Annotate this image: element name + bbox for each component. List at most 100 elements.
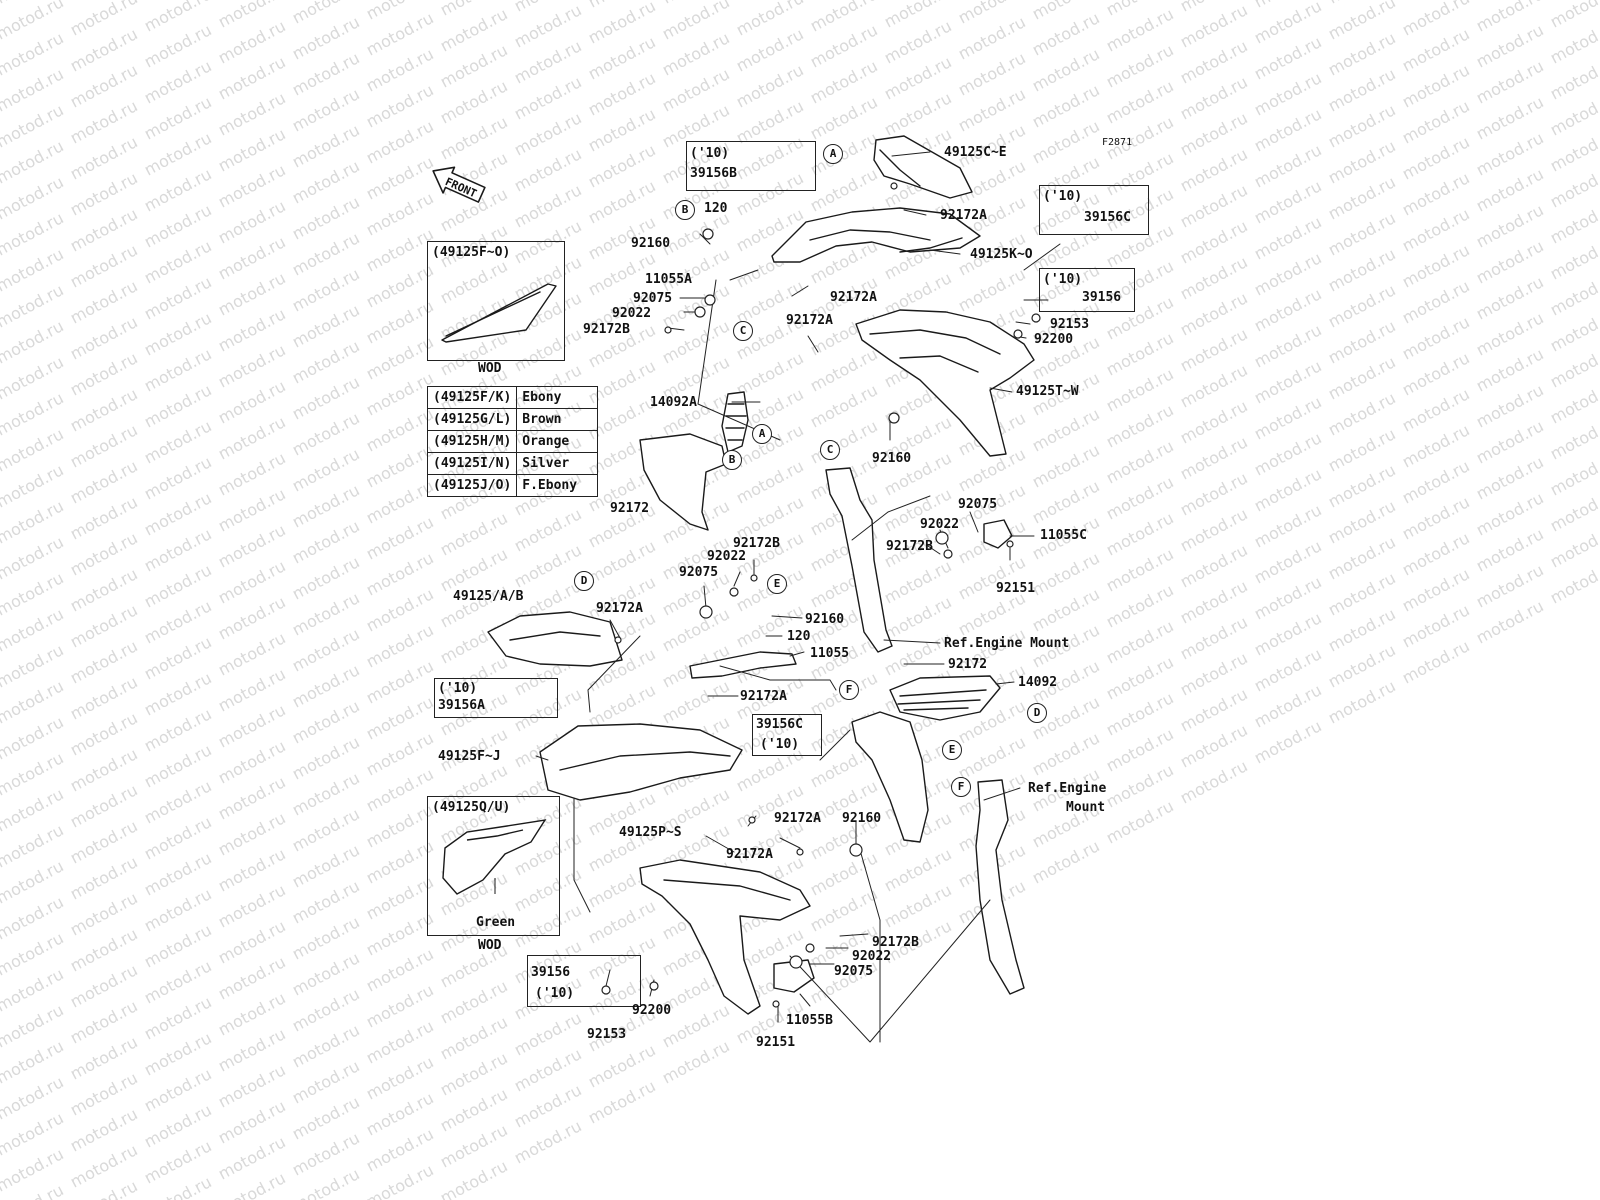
year-box-39156C-top-year: ('10) (1043, 189, 1083, 204)
part-11055: 11055 (810, 646, 850, 661)
callout-C-top: C (733, 321, 753, 341)
year-box-39156-bottom-part: 39156 (531, 965, 571, 980)
year-box-39156-bottom (527, 955, 641, 1007)
part-92172B-3: 92172B (733, 536, 780, 551)
color-table-row: (49125I/N)Silver (426, 452, 599, 475)
part-14092A: 14092A (650, 395, 697, 410)
color-table-code: (49125F/K) (426, 386, 518, 409)
color-table-color: Brown (516, 408, 599, 431)
part-92151-2: 92151 (756, 1035, 796, 1050)
center-cowl (855, 309, 1035, 457)
figure-code: F2871 (1102, 137, 1133, 148)
color-table-code: (49125H/M) (426, 430, 518, 453)
inset-top-title: (49125F~O) (432, 245, 511, 260)
part-92172A-3: 92172A (786, 313, 833, 328)
year-box-39156-top (1039, 268, 1135, 312)
inset-bottom-shape (442, 819, 547, 895)
callout-D-right: D (1027, 703, 1047, 723)
color-table-color: F.Ebony (516, 474, 599, 497)
callout-A-mid: A (752, 424, 772, 444)
color-table-row: (49125G/L)Brown (426, 408, 599, 431)
part-92172A-1: 92172A (940, 208, 987, 223)
part-92172A-2: 92172A (830, 290, 877, 305)
part-92172-2: 92172 (948, 657, 988, 672)
year-box-39156-top-part: 39156 (1082, 290, 1122, 305)
inset-box-bottom (427, 796, 560, 936)
side-cowl-lower (539, 723, 743, 801)
part-92160-2: 92160 (872, 451, 912, 466)
part-92151-1: 92151 (996, 581, 1036, 596)
leader-lines (535, 151, 1061, 1043)
air-duct-left (721, 391, 749, 453)
year-box-39156A-part: 39156A (438, 698, 485, 713)
year-box-39156A (434, 678, 558, 718)
year-box-39156B-year: ('10) (690, 146, 730, 161)
callout-E-right: E (942, 740, 962, 760)
air-duct-right (889, 675, 1001, 721)
callout-F-right: F (951, 777, 971, 797)
part-92160-1: 92160 (631, 236, 671, 251)
part-49125T-W: 49125T~W (1016, 384, 1079, 399)
callout-A-top: A (823, 144, 843, 164)
part-49125P-S: 49125P~S (619, 825, 682, 840)
color-table-code: (49125J/O) (426, 474, 518, 497)
part-92172-1: 92172 (610, 501, 650, 516)
inset-box-top (427, 241, 565, 361)
part-92172A-5: 92172A (740, 689, 787, 704)
callout-B-mid: B (722, 450, 742, 470)
inset-bottom-caption: WOD (478, 938, 502, 953)
part-92160-3: 92160 (805, 612, 845, 627)
inset-bottom-title: (49125Q/U) (432, 800, 511, 815)
callout-B-top: B (675, 200, 695, 220)
color-table-code: (49125I/N) (426, 452, 518, 475)
front-arrow-icon (432, 166, 486, 203)
stay-bracket-right (825, 467, 893, 653)
year-box-39156-bottom-year: ('10) (535, 986, 575, 1001)
part-49125-A-B: 49125/A/B (453, 589, 524, 604)
part-92172B-2: 92172B (886, 539, 933, 554)
side-cowl-upper (487, 611, 623, 667)
ref-engine-mount-1: Ref.Engine Mount (944, 636, 1070, 651)
bracket-11055 (689, 651, 797, 679)
part-11055B: 11055B (786, 1013, 833, 1028)
callout-F-mid: F (839, 680, 859, 700)
stay-bracket-left (975, 779, 1025, 995)
part-92075-2: 92075 (958, 497, 998, 512)
callout-C-mid: C (820, 440, 840, 460)
bracket-11055C (983, 519, 1013, 549)
part-92172B-1: 92172B (583, 322, 630, 337)
inner-cover-right (851, 711, 929, 843)
part-92075-1: 92075 (633, 291, 673, 306)
callout-E-mid: E (767, 574, 787, 594)
part-92022-1: 92022 (612, 306, 652, 321)
lower-cowl (639, 859, 811, 1015)
year-box-39156B (686, 141, 816, 191)
color-table-color: Silver (516, 452, 599, 475)
color-table-row: (49125H/M)Orange (426, 430, 599, 453)
fasteners (601, 182, 1041, 1008)
callout-D-left: D (574, 571, 594, 591)
year-box-39156A-year: ('10) (438, 681, 478, 696)
part-49125K-O: 49125K~O (970, 247, 1033, 262)
part-92172A-7: 92172A (726, 847, 773, 862)
inner-panel-left (639, 433, 727, 531)
color-table-color: Orange (516, 430, 599, 453)
inset-bottom-color: Green (476, 915, 516, 930)
ref-engine-2: Ref.Engine (1028, 781, 1107, 796)
part-49125C-E: 49125C~E (944, 145, 1007, 160)
year-box-39156C-top-part: 39156C (1084, 210, 1131, 225)
part-92172A-4: 92172A (596, 601, 643, 616)
part-92022-2: 92022 (920, 517, 960, 532)
upper-cowl-tip (873, 135, 973, 199)
part-11055C: 11055C (1040, 528, 1087, 543)
part-14092: 14092 (1018, 675, 1058, 690)
part-92172A-6: 92172A (774, 811, 821, 826)
part-92200-2: 92200 (632, 1003, 672, 1018)
part-11055A: 11055A (645, 272, 692, 287)
year-box-39156C-mid-part: 39156C (756, 717, 803, 732)
color-variant-table: (49125F/K)Ebony(49125G/L)Brown(49125H/M)… (426, 386, 599, 497)
part-92160-4: 92160 (842, 811, 882, 826)
part-92075-4: 92075 (834, 964, 874, 979)
year-box-39156-top-year: ('10) (1043, 272, 1083, 287)
